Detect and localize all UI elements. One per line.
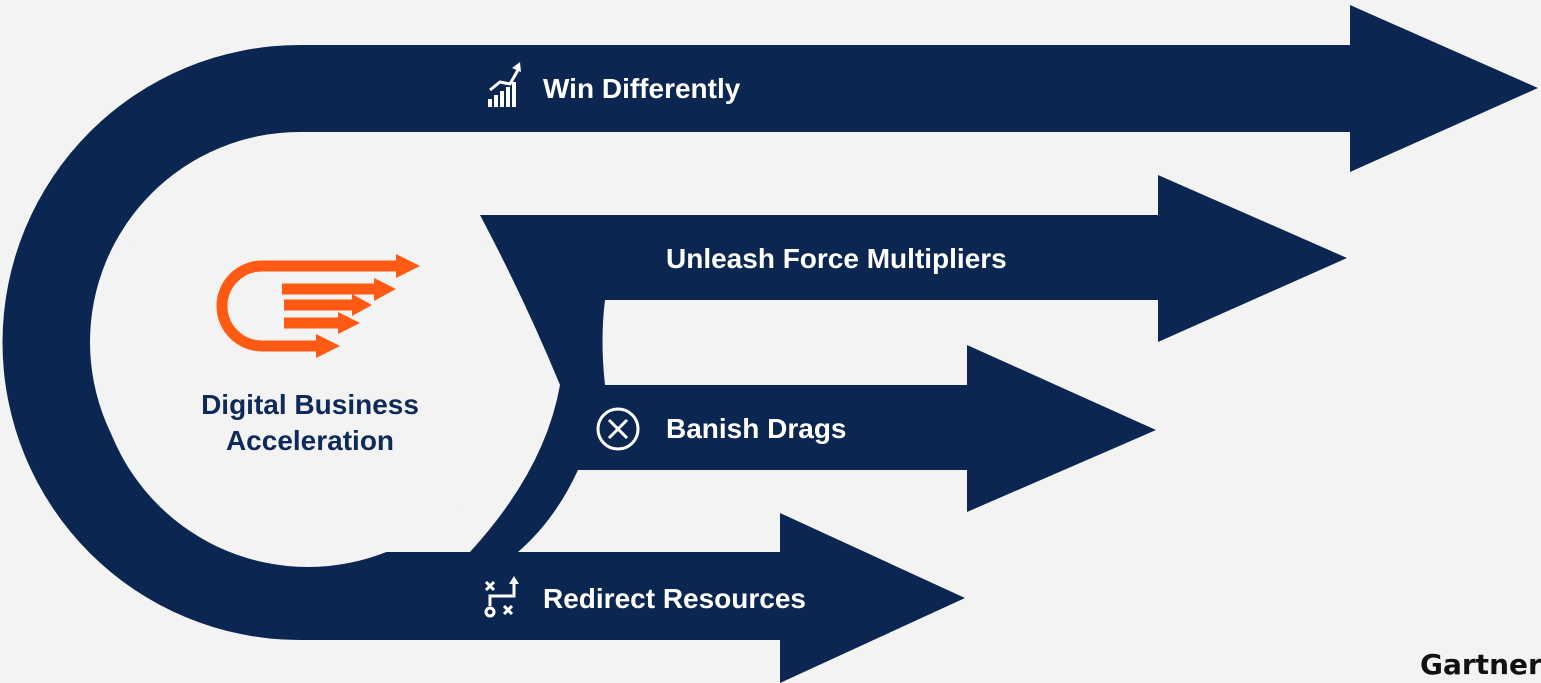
gartner-logo: Gartner [1420, 648, 1541, 681]
speed-arrows-icon [216, 260, 398, 352]
arrow-win-differently [1300, 5, 1538, 172]
strategy-play-icon [484, 576, 519, 618]
arrow-label-redirect-resources: Redirect Resources [543, 583, 806, 614]
arrow-label-banish-drags: Banish Drags [666, 413, 847, 444]
growth-chart-icon [488, 62, 521, 107]
center-title-line2: Acceleration [226, 425, 394, 456]
circle-x-icon [596, 407, 640, 451]
speed-arrow-heads [316, 254, 420, 358]
arrow-unleash-force-multipliers [480, 175, 1347, 385]
loop-band [2, 45, 1351, 640]
center-circle [96, 143, 520, 567]
arrow-label-win-differently: Win Differently [543, 73, 741, 104]
arrow-banish-drags [470, 345, 1156, 552]
center-title-line1: Digital Business [201, 389, 419, 420]
arrow-label-unleash-force-multipliers: Unleash Force Multipliers [666, 243, 1007, 274]
arrow-redirect-resources [480, 513, 965, 683]
